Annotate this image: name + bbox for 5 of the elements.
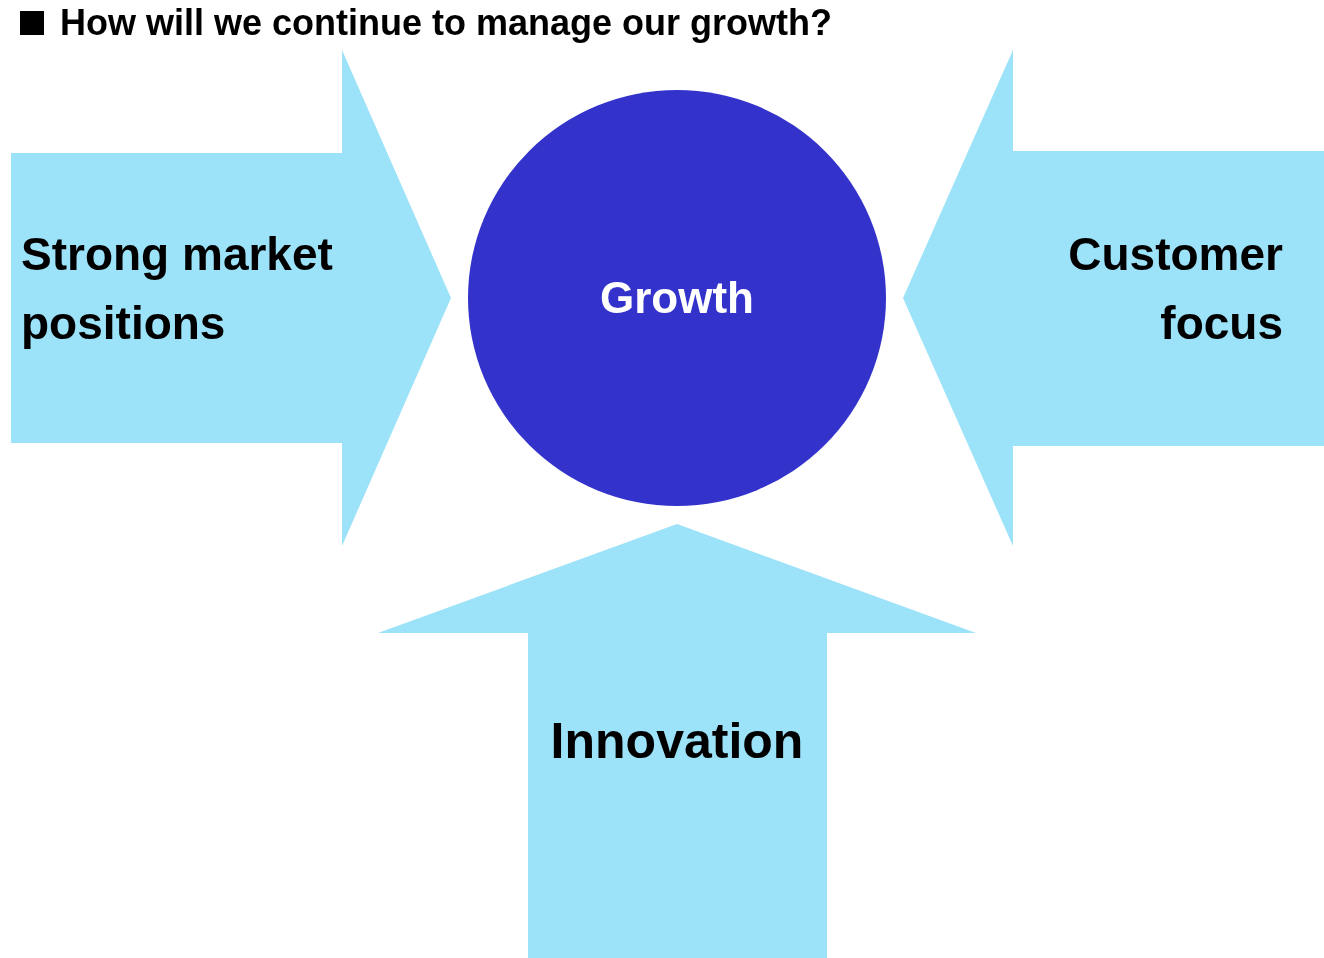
arrow-label: Innovation — [549, 712, 805, 771]
title: How will we continue to manage our growth? — [60, 2, 832, 44]
arrow-label: Customer focus — [1067, 227, 1283, 351]
arrow-label: Strong market positions — [21, 227, 334, 351]
circle-label: Growth — [599, 272, 755, 324]
